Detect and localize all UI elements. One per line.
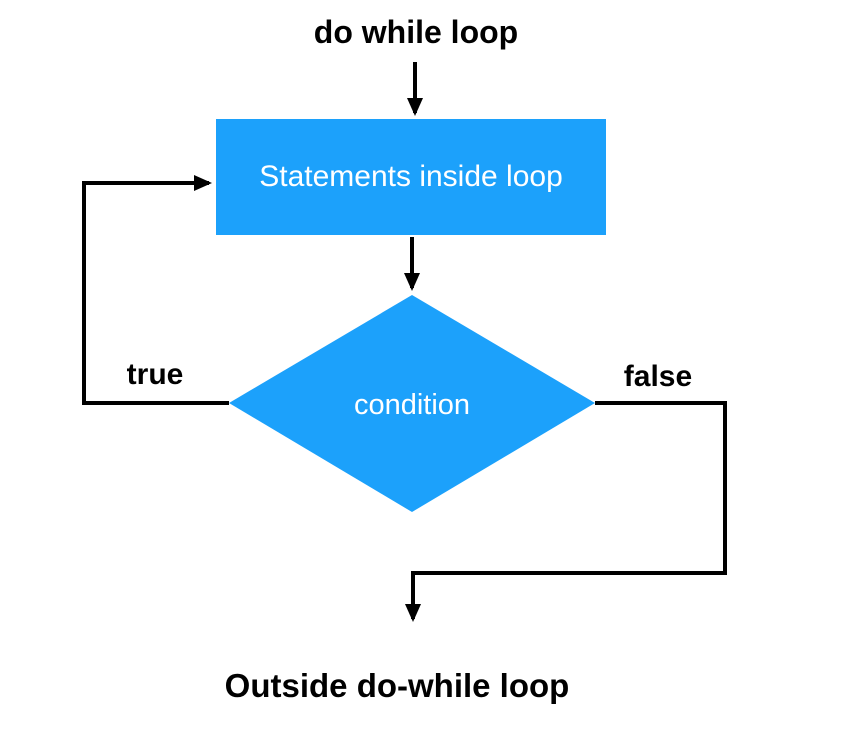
true-branch-label: true (126, 358, 184, 391)
process-box-label: Statements inside loop (259, 160, 563, 193)
true-loopback-path (82, 175, 229, 405)
decision-label: condition (353, 388, 471, 421)
decision-diamond-shape (229, 295, 595, 512)
false-exit-path (405, 401, 727, 622)
process-box: Statements inside loop (216, 119, 606, 235)
end-label: Outside do-while loop (224, 667, 570, 704)
false-branch-label: false (623, 360, 693, 393)
diagram-title: do while loop (313, 13, 519, 50)
